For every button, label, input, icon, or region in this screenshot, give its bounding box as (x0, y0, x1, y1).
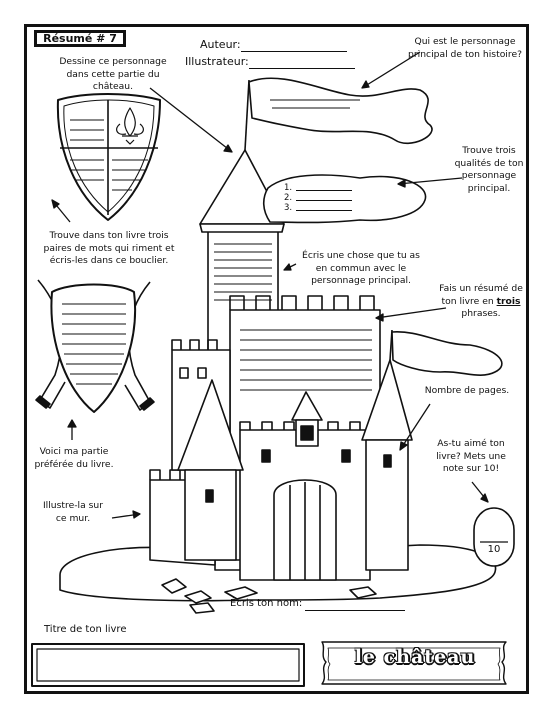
fleur-de-lis-shield-icon (56, 93, 161, 221)
summary-number-badge: Résumé # 7 (34, 30, 126, 47)
rating-prompt: As-tu aimé ton livre? Mets une note sur … (436, 438, 506, 474)
author-field[interactable]: Auteur: (200, 38, 347, 52)
in-common-prompt: Écris une chose que tu as en commun avec… (302, 250, 420, 286)
quality-2: 2. (284, 193, 293, 203)
book-title-label: Titre de ton livre (44, 624, 127, 635)
page-count-prompt: Nombre de pages. (424, 385, 510, 396)
rhyming-words-prompt: Trouve dans ton livre trois paires de mo… (43, 230, 175, 266)
quality-line-1[interactable] (296, 190, 352, 191)
banner-title: le château (354, 646, 476, 668)
draw-character-prompt: Dessine ce personnage dans cette partie … (59, 56, 167, 92)
quality-1: 1. (284, 183, 293, 193)
main-character-prompt: Qui est le personnage principal de ton h… (408, 36, 522, 60)
page-border (24, 24, 529, 694)
quality-3: 3. (284, 203, 293, 213)
quality-line-2[interactable] (296, 200, 352, 201)
student-name-field[interactable]: Écris ton nom: (230, 597, 406, 611)
rating-denominator: 10 (487, 544, 501, 555)
illustrator-field[interactable]: Illustrateur: (185, 55, 355, 69)
quality-line-3[interactable] (296, 210, 352, 211)
sword-shield-icon (35, 279, 155, 413)
favorite-part-prompt: Voici ma partie préférée du livre. (34, 446, 114, 470)
illustrate-prompt: Illustre-la sur ce mur. (42, 500, 104, 524)
qualities-list: 1. 2. 3. (284, 183, 298, 213)
three-qualities-prompt: Trouve trois qualités de ton personnage … (454, 145, 524, 194)
scroll-banner-icon (321, 641, 507, 685)
summary-prompt: Fais un résumé de ton livre en trois phr… (439, 283, 523, 319)
book-title-input[interactable] (40, 652, 296, 678)
